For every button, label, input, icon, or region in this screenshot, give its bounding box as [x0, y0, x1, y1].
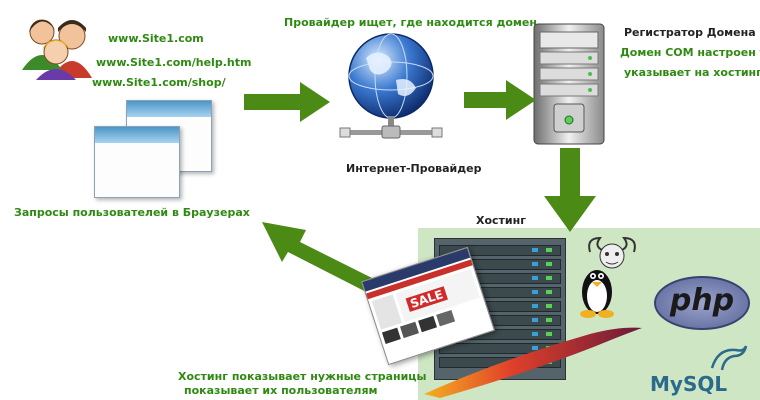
php-logo-text: php	[656, 278, 748, 324]
arrow-users-to-provider	[244, 82, 330, 122]
apache-feather-icon	[420, 320, 650, 400]
php-logo: php	[654, 276, 750, 330]
hosting-caption-2: показывает их пользователям	[184, 384, 378, 397]
sale-badge: SALE	[406, 286, 448, 312]
arrow-provider-to-registrar	[464, 80, 536, 120]
linux-penguin-icon	[574, 262, 620, 318]
mysql-logo-text: MySQL	[650, 372, 727, 396]
hosting-caption-1: Хостинг показывает нужные страницы	[178, 370, 426, 383]
mysql-dolphin-icon	[708, 344, 748, 374]
arrow-registrar-to-hosting	[544, 148, 596, 232]
hosting-title: Хостинг	[476, 214, 526, 227]
